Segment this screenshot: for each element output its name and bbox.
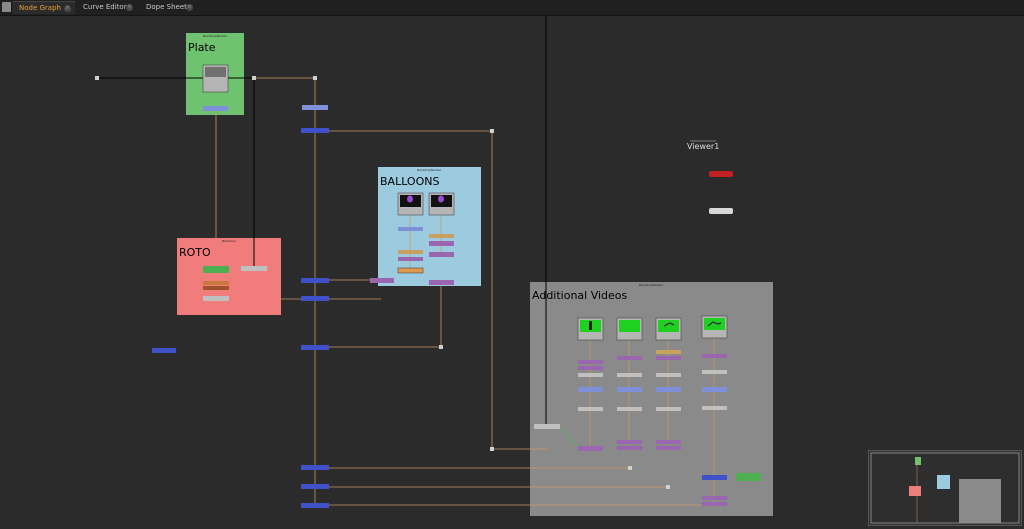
video-processing-nodes[interactable] — [534, 350, 761, 506]
orphan-merge-node[interactable] — [152, 348, 176, 353]
backdrop-title: Plate — [188, 41, 216, 54]
viewer-header — [690, 140, 716, 142]
viewer-node[interactable] — [709, 171, 733, 177]
backdrop-roto[interactable]: Backdrop ROTO — [177, 238, 281, 315]
node-graph-canvas[interactable]: BackdropNode1 Plate Backdrop ROTO Backdr… — [0, 16, 1024, 527]
roto-node[interactable] — [203, 266, 229, 273]
panel-menu-icon[interactable] — [2, 2, 11, 12]
grade-node[interactable] — [398, 257, 423, 261]
tab-bar: Node Graph × Curve Editor × Dope Sheet × — [0, 0, 1024, 16]
backdrop-additional-videos[interactable]: BackdropNode3 Additional Videos — [530, 282, 773, 516]
minimap-navigator[interactable] — [868, 450, 1022, 526]
keyer-node[interactable] — [397, 267, 424, 274]
backdrop-header: BackdropNode2 — [417, 168, 441, 172]
backdrop-balloons[interactable]: BackdropNode2 BALLOONS — [378, 167, 481, 286]
backdrop-title: ROTO — [179, 246, 211, 259]
grade-node[interactable] — [370, 278, 394, 283]
grade-node[interactable] — [429, 241, 454, 246]
backdrop-title: Additional Videos — [532, 289, 628, 302]
read-node-video-4[interactable] — [701, 315, 728, 339]
backdrop-title: BALLOONS — [380, 175, 439, 188]
merge-node[interactable] — [301, 503, 329, 508]
close-icon[interactable]: × — [126, 4, 133, 11]
viewer-label: Viewer1 — [687, 142, 719, 151]
read-node-balloon-2[interactable] — [428, 192, 455, 216]
grade-node[interactable] — [429, 280, 454, 285]
merge-node[interactable] — [301, 345, 329, 350]
reformat-node[interactable] — [203, 106, 228, 111]
premult-node[interactable] — [203, 296, 229, 301]
close-icon[interactable]: × — [64, 5, 71, 12]
viewer-input-node[interactable] — [709, 208, 733, 214]
tab-label: Node Graph — [19, 4, 61, 12]
grade-node[interactable] — [429, 234, 454, 238]
tab-curve-editor[interactable]: Curve Editor × — [77, 1, 137, 14]
read-node-video-3[interactable] — [655, 317, 682, 341]
dot-nodes[interactable] — [95, 76, 670, 489]
merge-node[interactable] — [301, 465, 329, 470]
read-node-plate[interactable] — [202, 64, 229, 93]
close-icon[interactable]: × — [186, 4, 193, 11]
grade-node[interactable] — [429, 252, 454, 257]
merge-node[interactable] — [301, 296, 329, 301]
read-node-video-1[interactable] — [577, 317, 604, 341]
grade-node[interactable] — [398, 250, 423, 254]
blur-node[interactable] — [203, 281, 229, 285]
tab-label: Curve Editor — [83, 3, 127, 11]
merge-node[interactable] — [301, 278, 329, 283]
tab-node-graph[interactable]: Node Graph × — [13, 1, 75, 14]
backdrop-plate[interactable]: BackdropNode1 Plate — [186, 33, 244, 115]
backdrop-header: BackdropNode3 — [639, 283, 663, 287]
merge-node[interactable] — [301, 484, 329, 489]
tab-dope-sheet[interactable]: Dope Sheet × — [140, 1, 197, 14]
copy-node[interactable] — [241, 266, 267, 271]
tab-label: Dope Sheet — [146, 3, 187, 11]
backdrop-header: BackdropNode1 — [203, 34, 227, 38]
read-node-video-2[interactable] — [616, 317, 643, 341]
merge-node[interactable] — [301, 128, 329, 133]
read-node-balloon-1[interactable] — [397, 192, 424, 216]
transform-node[interactable] — [302, 105, 328, 110]
backdrop-header: Backdrop — [222, 239, 236, 243]
transform-node[interactable] — [398, 227, 423, 231]
erode-node[interactable] — [203, 286, 229, 290]
